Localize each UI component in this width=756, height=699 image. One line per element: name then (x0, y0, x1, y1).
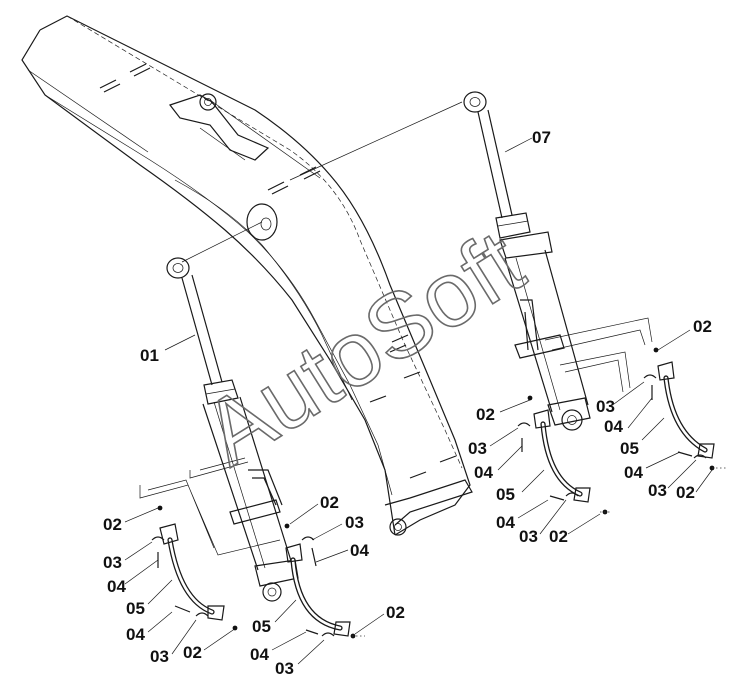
label-03-left-a: 03 (103, 553, 122, 572)
label-02-mid-b: 02 (386, 603, 405, 622)
label-02-mid-a: 02 (320, 493, 339, 512)
label-03-rmid-b: 03 (519, 527, 538, 546)
part-labels: 01 07 02 03 04 05 04 03 02 02 03 04 05 0… (103, 128, 712, 678)
label-02-left-a: 02 (103, 515, 122, 534)
label-04-rmid-a: 04 (474, 463, 493, 482)
label-03-mid-a: 03 (345, 513, 364, 532)
label-07: 07 (532, 128, 551, 147)
label-02-right-b: 02 (676, 483, 695, 502)
label-05-mid-a: 05 (252, 617, 271, 636)
plugs (157, 347, 715, 639)
label-01: 01 (140, 346, 159, 365)
label-05-left-a: 05 (126, 599, 145, 618)
label-03-left-b: 03 (150, 647, 169, 666)
label-04-left-a: 04 (107, 577, 126, 596)
leader-lines (124, 137, 726, 665)
label-02-right-a: 02 (693, 317, 712, 336)
hoses (167, 375, 708, 631)
label-03-mid-b: 03 (275, 659, 294, 678)
label-02-rmid-a: 02 (476, 405, 495, 424)
boom (21, 15, 473, 536)
label-04-left-b: 04 (126, 625, 145, 644)
arm-cylinder-right (463, 91, 591, 431)
label-03-right-a: 03 (596, 397, 615, 416)
label-04-right-a: 04 (604, 417, 623, 436)
label-02-rmid-b: 02 (549, 527, 568, 546)
label-04-right-b: 04 (624, 463, 643, 482)
label-05-rmid-a: 05 (496, 485, 515, 504)
label-04-mid-b: 04 (250, 645, 269, 664)
label-04-mid-a: 04 (350, 541, 369, 560)
label-03-rmid-a: 03 (468, 439, 487, 458)
label-04-rmid-b: 04 (496, 513, 515, 532)
label-05-right-a: 05 (620, 439, 639, 458)
label-03-right-b: 03 (648, 481, 667, 500)
label-02-left-b: 02 (183, 643, 202, 662)
